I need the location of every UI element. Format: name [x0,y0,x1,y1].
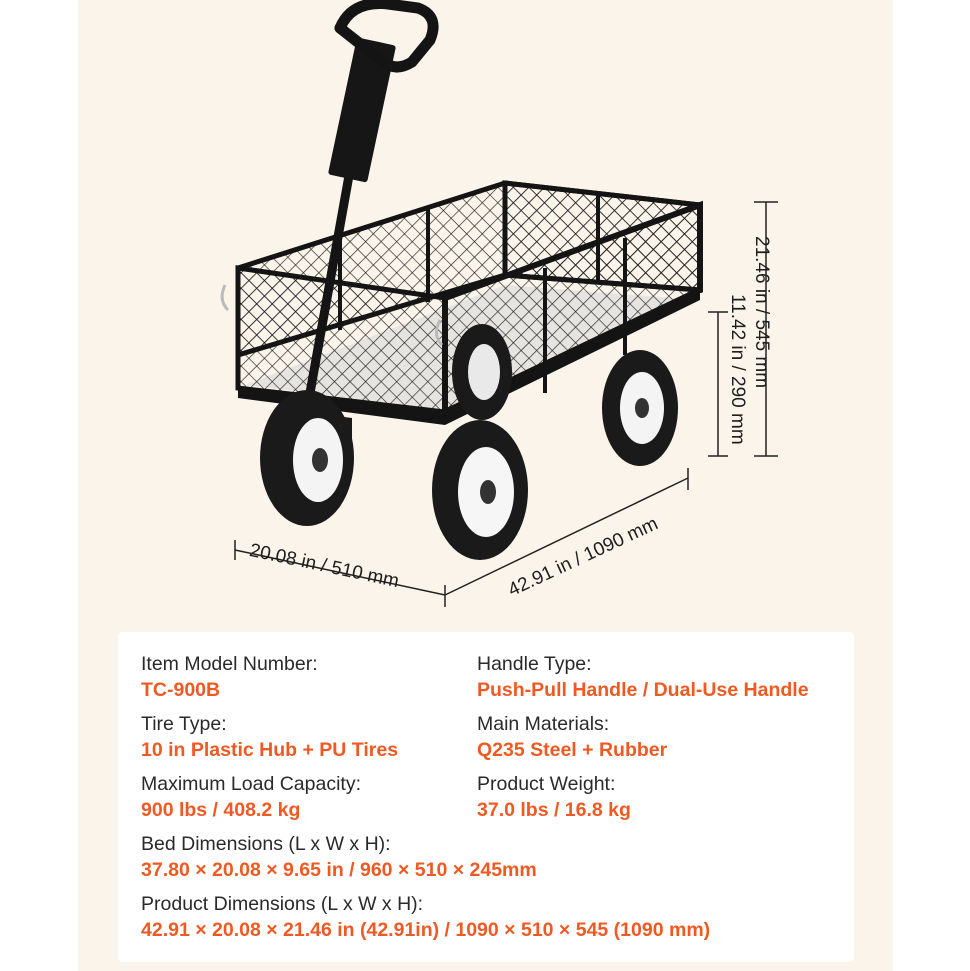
spec-load: Maximum Load Capacity: 900 lbs / 408.2 k… [141,772,361,823]
spec-weight-value: 37.0 lbs / 16.8 kg [477,799,631,821]
spec-product-dimensions: Product Dimensions (L x W x H): 42.91 × … [141,892,710,943]
spec-weight: Product Weight: 37.0 lbs / 16.8 kg [477,772,631,823]
bed-height-dimension-label: 11.42 in / 290 mm [727,294,748,445]
spec-materials-label: Main Materials: [477,713,610,735]
spec-bed-dimensions: Bed Dimensions (L x W x H): 37.80 × 20.0… [141,832,537,883]
spec-tire: Tire Type: 10 in Plastic Hub + PU Tires [141,712,398,763]
spec-materials-value: Q235 Steel + Rubber [477,739,668,761]
total-height-dimension-label: 21.46 in / 545 mm [751,236,772,389]
dimension-lines [234,201,778,607]
spec-handle: Handle Type: Push-Pull Handle / Dual-Use… [477,652,809,703]
spec-tire-value: 10 in Plastic Hub + PU Tires [141,739,399,761]
spec-product-dimensions-label: Product Dimensions (L x W x H): [141,893,424,915]
spec-model-label: Item Model Number: [141,653,318,675]
spec-load-value: 900 lbs / 408.2 kg [141,799,301,821]
spec-model-value: TC-900B [141,679,221,701]
spec-load-label: Maximum Load Capacity: [141,773,362,795]
spec-product-dimensions-value: 42.91 × 20.08 × 21.46 in (42.91in) / 109… [141,919,711,941]
specification-card [118,632,854,962]
spec-bed-dimensions-value: 37.80 × 20.08 × 9.65 in / 960 × 510 × 24… [141,859,537,881]
spec-model: Item Model Number: TC-900B [141,652,318,703]
spec-handle-label: Handle Type: [477,653,592,675]
spec-tire-label: Tire Type: [141,713,227,735]
spec-handle-value: Push-Pull Handle / Dual-Use Handle [477,679,809,701]
spec-weight-label: Product Weight: [477,773,616,795]
spec-materials: Main Materials: Q235 Steel + Rubber [477,712,667,763]
spec-bed-dimensions-label: Bed Dimensions (L x W x H): [141,833,391,855]
